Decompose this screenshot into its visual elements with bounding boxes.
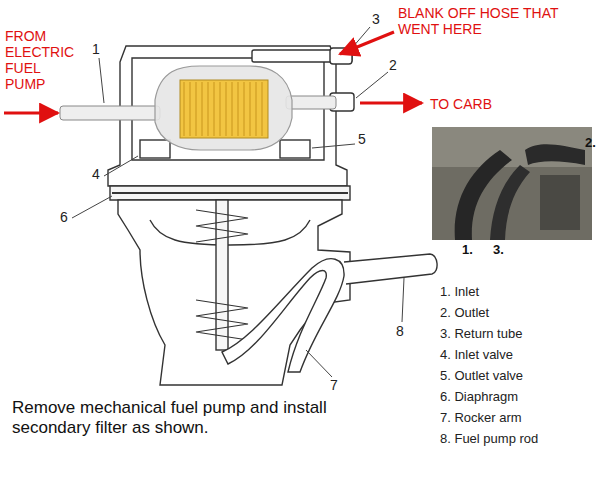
photo-callout: 3. bbox=[493, 243, 504, 257]
photo-callout: 2. bbox=[585, 136, 596, 150]
part-legend-item: 2. Outlet bbox=[440, 306, 489, 320]
part-legend-item: 5. Outlet valve bbox=[440, 369, 523, 383]
part-legend-item: 6. Diaphragm bbox=[440, 390, 518, 404]
filter-pleat bbox=[256, 82, 257, 136]
outlet-valve bbox=[280, 140, 310, 158]
filter-pleat bbox=[208, 82, 209, 136]
callout-number: 2 bbox=[389, 58, 397, 73]
callout-number: 7 bbox=[330, 378, 338, 393]
part-legend-item: 7. Rocker arm bbox=[440, 411, 522, 425]
photo-callout: 1. bbox=[462, 243, 473, 257]
caption: Remove mechanical fuel pump and install … bbox=[12, 398, 362, 439]
rocker-arm bbox=[222, 259, 344, 372]
part-legend-item: 4. Inlet valve bbox=[440, 348, 513, 362]
filter-pleat bbox=[190, 82, 191, 136]
annotation-note: BLANK OFF HOSE THAT WENT HERE bbox=[398, 5, 603, 37]
callout-number: 8 bbox=[396, 324, 404, 339]
callout-number: 1 bbox=[92, 42, 100, 57]
pump-lower-body bbox=[110, 186, 437, 385]
callout-number: 4 bbox=[92, 167, 100, 182]
inlet-valve bbox=[140, 140, 170, 158]
annotation-note: FROM ELECTRIC FUEL PUMP bbox=[5, 28, 79, 92]
filter-pleat bbox=[184, 82, 185, 136]
callout-number: 3 bbox=[372, 12, 380, 27]
filter-pleat bbox=[238, 82, 239, 136]
part-legend-item: 3. Return tube bbox=[440, 327, 522, 341]
fuel-pump-rod bbox=[344, 254, 437, 284]
leader-lines bbox=[72, 27, 404, 377]
filter-pleat bbox=[244, 82, 245, 136]
photo-inset bbox=[432, 127, 592, 240]
part-legend-item: 1. Inlet bbox=[440, 285, 479, 299]
filter-pleat bbox=[202, 82, 203, 136]
part-legend-item: 8. Fuel pump rod bbox=[440, 432, 538, 446]
callout-number: 6 bbox=[60, 210, 68, 225]
diaphragm bbox=[112, 192, 348, 194]
filter-pleat bbox=[226, 82, 227, 136]
filter-pleat bbox=[196, 82, 197, 136]
annotation-note: TO CARB bbox=[430, 96, 492, 112]
callout-number: 5 bbox=[358, 132, 366, 147]
filter-pleat bbox=[250, 82, 251, 136]
filter-pleat bbox=[262, 82, 263, 136]
filter-pleat bbox=[214, 82, 215, 136]
filter-pleat bbox=[232, 82, 233, 136]
filter-pleat bbox=[220, 82, 221, 136]
